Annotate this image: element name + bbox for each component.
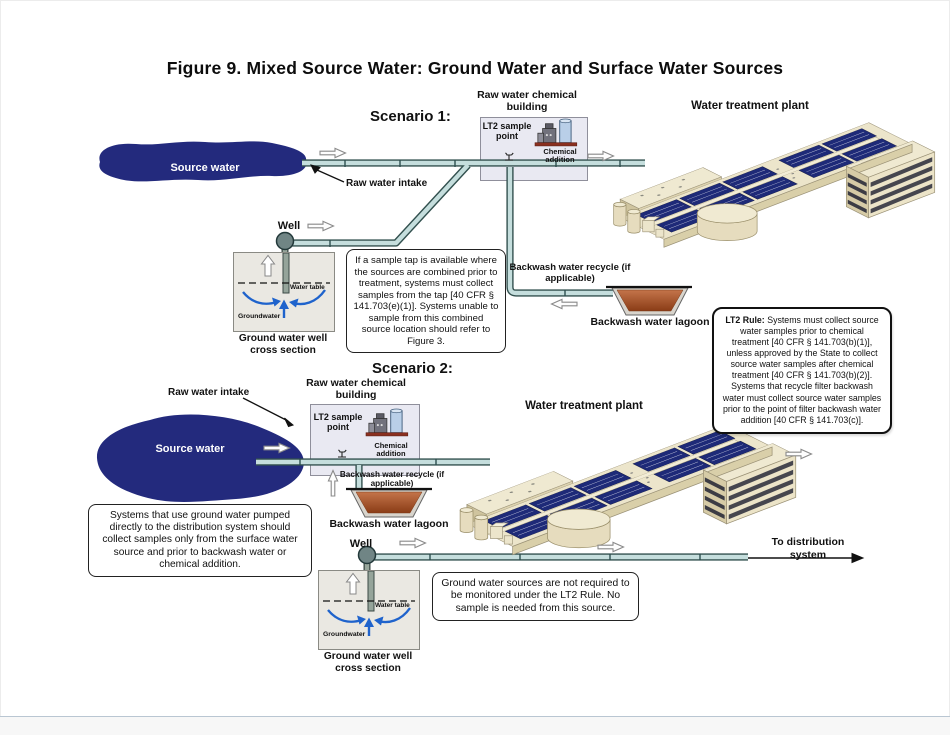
treatment-plant-label-2: Water treatment plant <box>525 400 643 412</box>
chemical-building-label-2: Raw water chemical building <box>306 377 406 402</box>
well-label-2: Well <box>349 538 373 550</box>
lt2-rule-heading: LT2 Rule: <box>725 315 765 325</box>
up-arrow-icon <box>260 254 276 277</box>
flow-arrow-icon <box>785 448 813 460</box>
water-table-label-2: Water table <box>375 602 410 609</box>
lt2-sample-point-label-2: LT2 sample point <box>313 412 363 433</box>
flow-arrow-icon <box>587 150 615 162</box>
well-label-1: Well <box>277 220 301 232</box>
backwash-lagoon-1 <box>606 285 692 316</box>
backwash-lagoon-2 <box>346 487 432 518</box>
backwash-recycle-label-1: Backwash water recycle (if applicable) <box>509 262 631 284</box>
source-water-blob-2 <box>96 414 304 502</box>
lt2-rule-body: Systems must collect source water sample… <box>722 315 882 425</box>
backwash-lagoon-label-1: Backwash water lagoon <box>590 316 710 328</box>
note-sample-tap: If a sample tap is available where the s… <box>346 249 506 353</box>
lt2-rule-box: LT2 Rule: Systems must collect source wa… <box>712 307 892 434</box>
scenario2-label: Scenario 2: <box>372 360 453 377</box>
up-arrow-icon <box>345 572 361 595</box>
raw-water-intake-label-2: Raw water intake <box>168 387 250 398</box>
treatment-plant-illustration-1 <box>599 110 936 249</box>
cross-section-caption-2: Ground water well cross section <box>323 651 413 674</box>
raw-water-intake-label-1: Raw water intake <box>346 178 428 189</box>
cross-section-art <box>238 253 330 318</box>
figure-title: Figure 9. Mixed Source Water: Ground Wat… <box>166 58 784 78</box>
chemical-building-label-1: Raw water chemical building <box>477 89 577 114</box>
lt2-sample-point-label-1: LT2 sample point <box>482 121 532 142</box>
well-elbow-1 <box>275 231 295 251</box>
flow-arrow-icon <box>319 147 347 159</box>
groundwater-label-1: Groundwater <box>238 313 281 320</box>
chemical-addition-label-1: Chemical addition <box>543 147 577 164</box>
cross-section-caption-1: Ground water well cross section <box>238 333 328 356</box>
scenario1-label: Scenario 1: <box>370 108 451 125</box>
flow-arrow-left-icon <box>550 298 578 310</box>
source-water-label-1: Source water <box>170 162 240 174</box>
well-cross-section-2: Water table Groundwater <box>318 570 420 650</box>
groundwater-label-2: Groundwater <box>323 631 366 638</box>
to-distribution-label: To distribution system <box>771 536 845 561</box>
backwash-lagoon-label-2: Backwash water lagoon <box>329 518 449 530</box>
flow-arrow-icon <box>597 541 625 553</box>
note-ground-water-pumped: Systems that use ground water pumped dir… <box>88 504 312 578</box>
chemical-addition-label-2: Chemical addition <box>374 441 408 458</box>
well-cross-section-1: Water table Groundwater <box>233 252 335 332</box>
treatment-plant-label-1: Water treatment plant <box>691 100 809 112</box>
flow-arrow-icon <box>263 442 291 454</box>
note-ground-water-sources: Ground water sources are not required to… <box>432 572 639 622</box>
water-table-label-1: Water table <box>290 284 325 291</box>
backwash-recycle-label-2: Backwash water recycle (if applicable) <box>339 470 445 489</box>
cross-section-art <box>323 571 415 636</box>
source-water-label-2: Source water <box>155 443 225 455</box>
flow-arrow-icon <box>399 537 427 549</box>
scan-page-edge <box>0 716 950 735</box>
distribution-arrow <box>851 552 865 564</box>
flow-arrow-icon <box>307 220 335 232</box>
pipes <box>256 159 748 571</box>
